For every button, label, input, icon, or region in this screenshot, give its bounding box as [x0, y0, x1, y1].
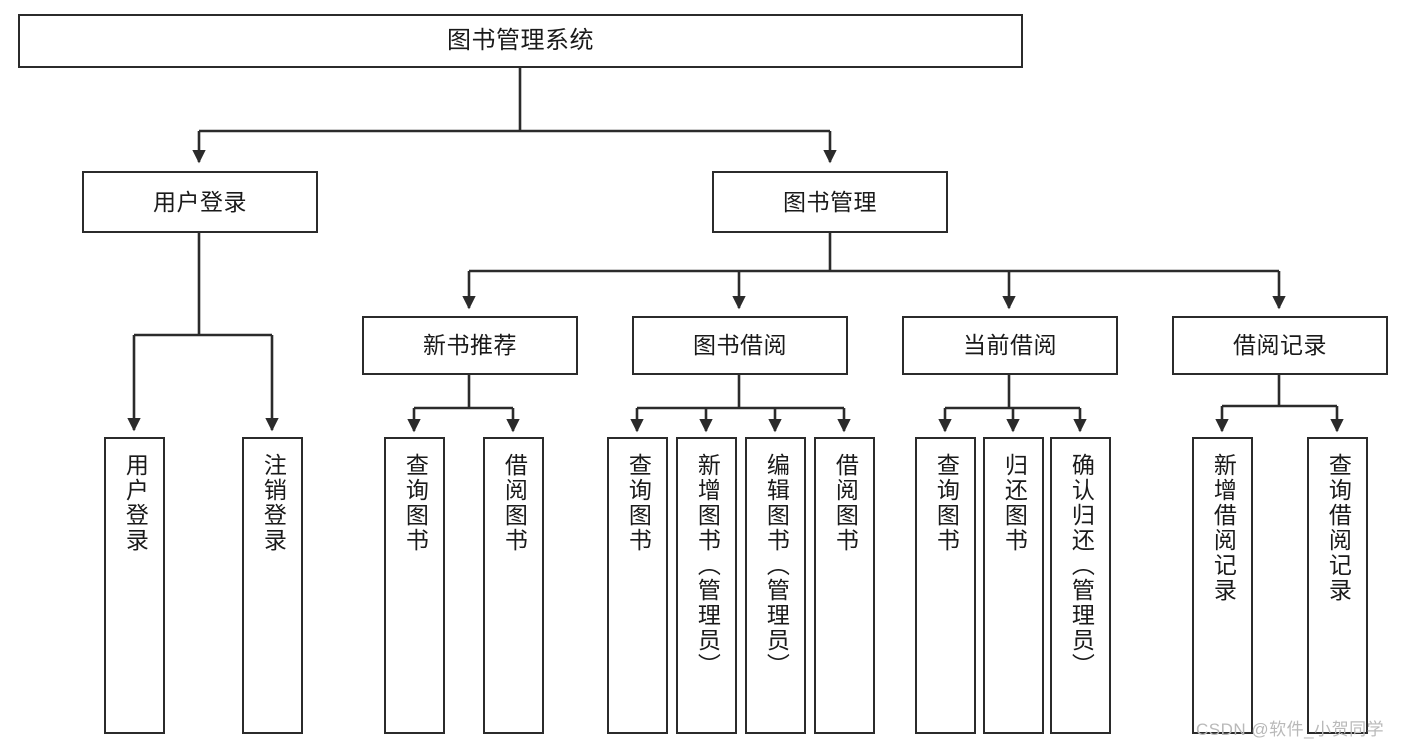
node-leaf-edit-book[interactable]: 编辑图书（管理员） [745, 437, 806, 734]
node-leaf-add-book-label: 新增图书（管理员） [694, 453, 721, 678]
node-book-manage[interactable]: 图书管理 [712, 171, 948, 233]
node-current-borrow-label: 当前借阅 [963, 332, 1057, 359]
node-leaf-add-record-label: 新增借阅记录 [1210, 453, 1237, 603]
node-borrow-record[interactable]: 借阅记录 [1172, 316, 1388, 375]
node-leaf-return-book[interactable]: 归还图书 [983, 437, 1044, 734]
node-leaf-query-book-2[interactable]: 查询图书 [607, 437, 668, 734]
node-book-borrow[interactable]: 图书借阅 [632, 316, 848, 375]
node-borrow-record-label: 借阅记录 [1233, 332, 1327, 359]
node-leaf-add-book[interactable]: 新增图书（管理员） [676, 437, 737, 734]
node-leaf-query-record[interactable]: 查询借阅记录 [1307, 437, 1368, 734]
csdn-watermark: CSDN @软件_小贺同学 [1196, 720, 1385, 739]
node-leaf-query-book-3-label: 查询图书 [933, 453, 960, 553]
node-leaf-borrow-book-2[interactable]: 借阅图书 [814, 437, 875, 734]
node-leaf-borrow-book-1[interactable]: 借阅图书 [483, 437, 544, 734]
node-leaf-logout[interactable]: 注销登录 [242, 437, 303, 734]
node-leaf-query-record-label: 查询借阅记录 [1325, 453, 1352, 603]
node-leaf-edit-book-label: 编辑图书（管理员） [763, 453, 790, 678]
node-leaf-user-login[interactable]: 用户登录 [104, 437, 165, 734]
node-leaf-logout-label: 注销登录 [260, 453, 287, 553]
node-leaf-query-book-1-label: 查询图书 [402, 453, 429, 553]
node-root-label: 图书管理系统 [447, 27, 594, 55]
node-leaf-add-record[interactable]: 新增借阅记录 [1192, 437, 1253, 734]
node-leaf-borrow-book-1-label: 借阅图书 [501, 453, 528, 553]
node-leaf-query-book-2-label: 查询图书 [625, 453, 652, 553]
node-book-manage-label: 图书管理 [783, 188, 877, 215]
node-user-login-label: 用户登录 [153, 188, 247, 215]
node-leaf-confirm-return[interactable]: 确认归还（管理员） [1050, 437, 1111, 734]
node-leaf-query-book-1[interactable]: 查询图书 [384, 437, 445, 734]
node-root[interactable]: 图书管理系统 [18, 14, 1023, 68]
node-leaf-return-book-label: 归还图书 [1001, 453, 1028, 553]
node-book-borrow-label: 图书借阅 [693, 332, 787, 359]
node-user-login[interactable]: 用户登录 [82, 171, 318, 233]
node-current-borrow[interactable]: 当前借阅 [902, 316, 1118, 375]
node-new-book-recommend-label: 新书推荐 [423, 332, 517, 359]
node-leaf-confirm-return-label: 确认归还（管理员） [1068, 453, 1095, 678]
node-leaf-query-book-3[interactable]: 查询图书 [915, 437, 976, 734]
node-leaf-borrow-book-2-label: 借阅图书 [832, 453, 859, 553]
node-leaf-user-login-label: 用户登录 [122, 453, 149, 553]
node-new-book-recommend[interactable]: 新书推荐 [362, 316, 578, 375]
